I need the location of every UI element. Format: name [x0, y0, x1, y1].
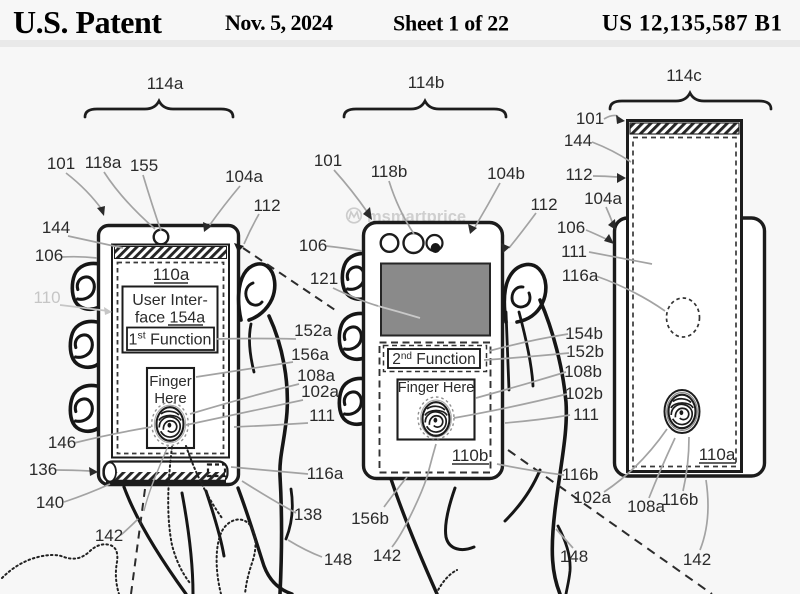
svg-text:116a: 116a — [307, 464, 344, 483]
svg-text:152a: 152a — [294, 321, 332, 340]
svg-text:110a: 110a — [699, 445, 736, 464]
svg-text:116b: 116b — [662, 490, 699, 509]
svg-text:112: 112 — [530, 195, 557, 214]
svg-text:156b: 156b — [351, 509, 389, 528]
svg-text:140: 140 — [36, 493, 64, 512]
svg-text:148: 148 — [560, 547, 588, 566]
svg-text:121: 121 — [310, 269, 338, 288]
svg-text:154b: 154b — [565, 324, 603, 343]
svg-text:111: 111 — [561, 242, 587, 261]
svg-text:Finger Here: Finger Here — [398, 380, 475, 396]
svg-text:106: 106 — [35, 246, 63, 265]
svg-text:102a: 102a — [301, 382, 339, 401]
svg-text:156a: 156a — [291, 345, 329, 364]
svg-text:138: 138 — [294, 505, 322, 524]
svg-text:104a: 104a — [225, 167, 263, 186]
svg-text:104b: 104b — [487, 164, 525, 183]
svg-text:Finger: Finger — [149, 373, 192, 390]
svg-text:Here: Here — [154, 390, 187, 407]
svg-text:U.S. Patent: U.S. Patent — [13, 4, 162, 40]
svg-text:114b: 114b — [408, 73, 445, 92]
svg-text:108b: 108b — [564, 362, 602, 381]
svg-text:152b: 152b — [566, 342, 604, 361]
svg-text:User Inter-: User Inter- — [132, 292, 208, 309]
svg-text:155: 155 — [130, 156, 158, 175]
svg-text:108a: 108a — [627, 497, 665, 516]
svg-text:116a: 116a — [562, 266, 599, 285]
svg-text:114a: 114a — [147, 74, 184, 93]
svg-text:116b: 116b — [562, 465, 599, 484]
svg-text:136: 136 — [29, 460, 57, 479]
svg-text:106: 106 — [557, 218, 585, 237]
svg-text:111: 111 — [573, 405, 599, 424]
svg-text:118b: 118b — [371, 162, 408, 181]
svg-text:1st Function: 1st Function — [129, 330, 212, 349]
svg-text:110a: 110a — [153, 265, 190, 284]
svg-text:102a: 102a — [573, 488, 611, 507]
svg-text:Nov. 5, 2024: Nov. 5, 2024 — [225, 10, 333, 35]
svg-text:142: 142 — [683, 550, 711, 569]
svg-text:142: 142 — [95, 526, 123, 545]
svg-text:146: 146 — [48, 433, 76, 452]
svg-text:142: 142 — [373, 546, 401, 565]
svg-text:101: 101 — [576, 109, 604, 128]
svg-text:101: 101 — [314, 151, 342, 170]
svg-text:101: 101 — [47, 154, 75, 173]
svg-text:Sheet 1 of 22: Sheet 1 of 22 — [393, 11, 509, 36]
svg-text:110b: 110b — [452, 446, 489, 465]
svg-text:114c: 114c — [666, 66, 702, 85]
svg-text:face 154a: face 154a — [135, 310, 205, 327]
svg-text:2nd Function: 2nd Function — [392, 351, 476, 369]
svg-text:112: 112 — [253, 196, 280, 215]
svg-text:111: 111 — [309, 406, 335, 425]
svg-text:144: 144 — [564, 131, 592, 150]
svg-text:106: 106 — [299, 236, 327, 255]
svg-text:102b: 102b — [565, 384, 603, 403]
svg-text:148: 148 — [324, 550, 352, 569]
svg-text:104a: 104a — [584, 189, 622, 208]
svg-text:110: 110 — [33, 288, 60, 307]
svg-text:118a: 118a — [85, 153, 122, 172]
svg-text:108a: 108a — [297, 366, 335, 385]
svg-text:112: 112 — [565, 165, 592, 184]
svg-text:144: 144 — [42, 218, 70, 237]
svg-text:US 12,135,587 B1: US 12,135,587 B1 — [602, 11, 782, 36]
